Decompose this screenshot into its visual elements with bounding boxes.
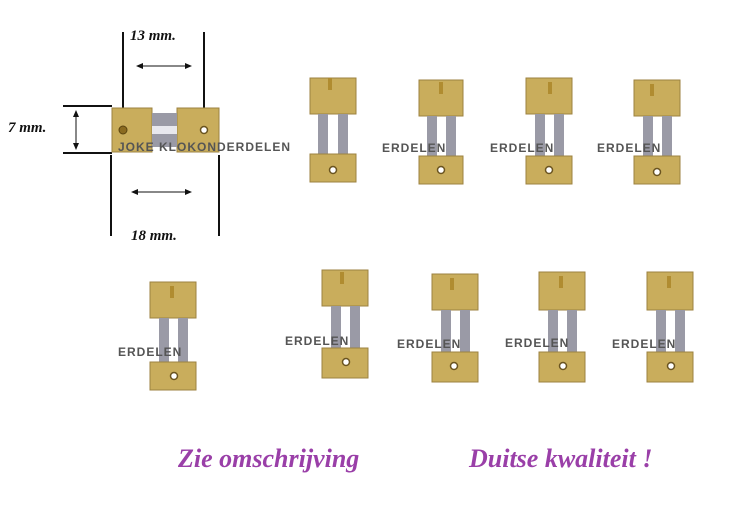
spring-item [149, 281, 197, 391]
watermark-fragment: ERDELEN [382, 141, 447, 155]
spring-item [309, 77, 357, 183]
watermark-fragment: ERDELEN [118, 345, 183, 359]
caption-quality: Duitse kwaliteit ! [469, 444, 653, 473]
spring-item [538, 271, 586, 383]
width-top-label: 13 mm. [130, 28, 176, 44]
spring-item [321, 269, 369, 379]
spring-item [646, 271, 694, 383]
caption-description: Zie omschrijving [178, 444, 360, 473]
watermark-fragment: ERDELEN [612, 337, 677, 351]
watermark-full: JOKE KLOKONDERDELEN [118, 140, 292, 154]
spring-item [418, 79, 464, 185]
spring-item [633, 79, 681, 185]
watermark-fragment: ERDELEN [490, 141, 555, 155]
height-label: 7 mm. [8, 120, 47, 136]
spring-item [431, 273, 479, 383]
watermark-fragment: ERDELEN [597, 141, 662, 155]
watermark-fragment: ERDELEN [285, 334, 350, 348]
watermark-fragment: ERDELEN [505, 336, 570, 350]
watermark-fragment: ERDELEN [397, 337, 462, 351]
spring-item [525, 77, 573, 185]
width-bottom-label: 18 mm. [131, 228, 177, 244]
